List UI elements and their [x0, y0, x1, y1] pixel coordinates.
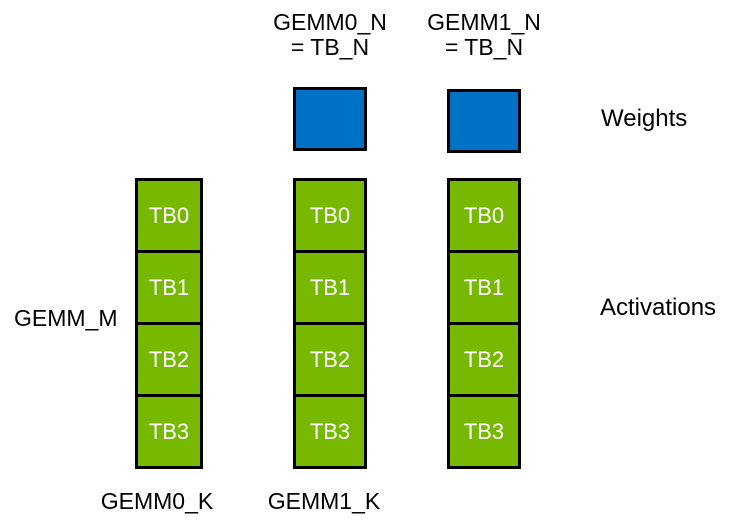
tb-block: TB3	[447, 394, 521, 469]
tb-block: TB3	[135, 394, 203, 469]
tb-block: TB0	[293, 178, 367, 253]
top-label-gemm0-n-line1: GEMM0_N	[273, 9, 387, 35]
weights-square-gemm0	[293, 87, 367, 151]
top-label-gemm1-n-line1: GEMM1_N	[427, 9, 541, 35]
label-gemm-m: GEMM_M	[14, 305, 118, 331]
label-gemm1-k: GEMM1_K	[267, 488, 381, 514]
tb-block: TB2	[293, 322, 367, 397]
tb-block: TB1	[293, 250, 367, 325]
top-label-gemm0-n: GEMM0_N = TB_N	[250, 10, 410, 60]
activation-column-2: TB0 TB1 TB2 TB3	[447, 178, 521, 469]
tb-block: TB2	[135, 322, 203, 397]
tb-block: TB3	[293, 394, 367, 469]
tb-block: TB2	[447, 322, 521, 397]
tb-block: TB1	[447, 250, 521, 325]
activation-column-0: TB0 TB1 TB2 TB3	[135, 178, 203, 469]
label-weights: Weights	[601, 105, 688, 132]
tb-block: TB1	[135, 250, 203, 325]
label-activations: Activations	[600, 294, 717, 321]
weights-square-gemm1	[447, 89, 521, 153]
tb-block: TB0	[447, 178, 521, 253]
top-label-gemm1-n: GEMM1_N = TB_N	[404, 10, 564, 60]
tb-block: TB0	[135, 178, 203, 253]
top-label-gemm0-n-line2: = TB_N	[290, 34, 370, 60]
top-label-gemm1-n-line2: = TB_N	[444, 34, 524, 60]
activation-column-1: TB0 TB1 TB2 TB3	[293, 178, 367, 469]
label-gemm0-k: GEMM0_K	[100, 488, 214, 514]
